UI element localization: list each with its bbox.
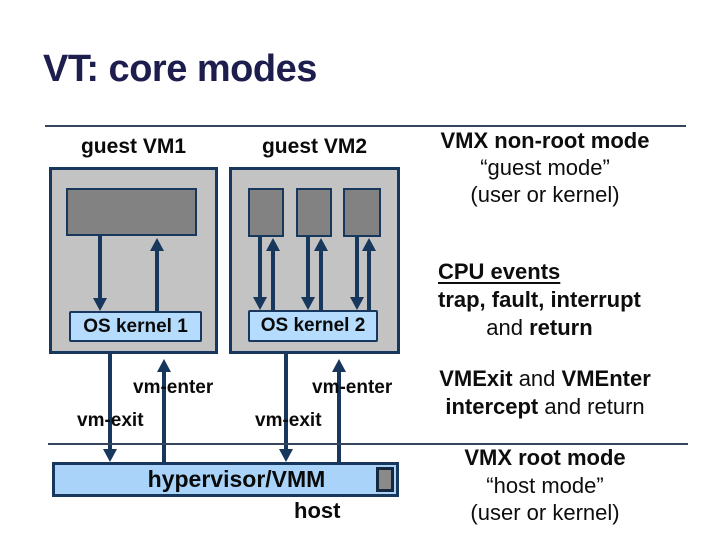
vm-transitions-line2: intercept and return [400,394,690,420]
vmx-root-subtitle: “host mode” [486,473,604,498]
vm2-call-down-arrow-2 [301,237,315,310]
vm2-return-up-arrow-2 [314,238,328,310]
and-return-text: and return [538,394,645,419]
vm1-process-rect [66,188,197,236]
vm2-process-rect-3 [343,188,381,237]
os-kernel-2-label: OS kernel 2 [260,315,366,336]
vmx-root-detail: (user or kernel) [470,500,620,525]
cpu-events-and: and [486,315,530,340]
vm2-return-up-arrow-1 [266,238,280,310]
vm1-vmenter-up-arrow [157,359,171,462]
vmx-nonroot-detail: (user or kernel) [470,182,620,207]
host-label: host [294,498,341,523]
vmx-nonroot-title: VMX non-root mode [440,128,650,153]
vm1-vmexit-down-arrow [103,354,117,462]
guest-vm2-label: guest VM2 [261,135,368,158]
vm-transitions-line1: VMExit and VMEnter [400,366,690,392]
vm2-return-up-arrow-3 [362,238,376,310]
vmenter-text: VMEnter [561,366,651,391]
vmexit-text: VMExit [439,366,513,391]
hypervisor-box: hypervisor/VMM [52,462,399,497]
guest-vm1-label: guest VM1 [80,135,187,158]
vm2-process-rect-1 [248,188,284,237]
intercept-text: intercept [445,394,539,419]
os-kernel-1-box: OS kernel 1 [69,311,202,342]
page-title: VT: core modes [43,48,317,90]
vm2-vmexit-down-arrow [279,354,293,462]
host-divider [48,443,688,445]
vm1-vmenter-label: vm-enter [133,377,214,398]
vm2-vmenter-up-arrow [332,359,346,462]
vm2-vmenter-label: vm-enter [312,377,393,398]
hypervisor-process-square [376,467,394,492]
and-text: and [512,366,562,391]
vm1-vmexit-label: vm-exit [77,410,144,431]
hypervisor-label: hypervisor/VMM [147,466,326,492]
cpu-events-return: return [529,315,593,340]
vm2-vmexit-label: vm-exit [255,410,322,431]
os-kernel-1-label: OS kernel 1 [83,315,188,337]
cpu-events-heading: CPU events [438,259,561,284]
vm2-process-rect-2 [296,188,332,237]
vmx-root-title: VMX root mode [464,445,626,470]
cpu-events-line3: and return [438,314,641,342]
vm2-call-down-arrow-1 [253,237,267,310]
vm2-call-down-arrow-3 [350,237,364,310]
vm1-call-down-arrow [93,236,107,311]
vm1-return-up-arrow [150,238,164,311]
vmx-nonroot-subtitle: “guest mode” [480,155,610,180]
title-divider [45,125,686,127]
cpu-events-line2: trap, fault, interrupt [438,287,641,312]
cpu-events-block: CPU events trap, fault, interrupt and re… [438,258,641,342]
os-kernel-2-box: OS kernel 2 [248,310,378,342]
